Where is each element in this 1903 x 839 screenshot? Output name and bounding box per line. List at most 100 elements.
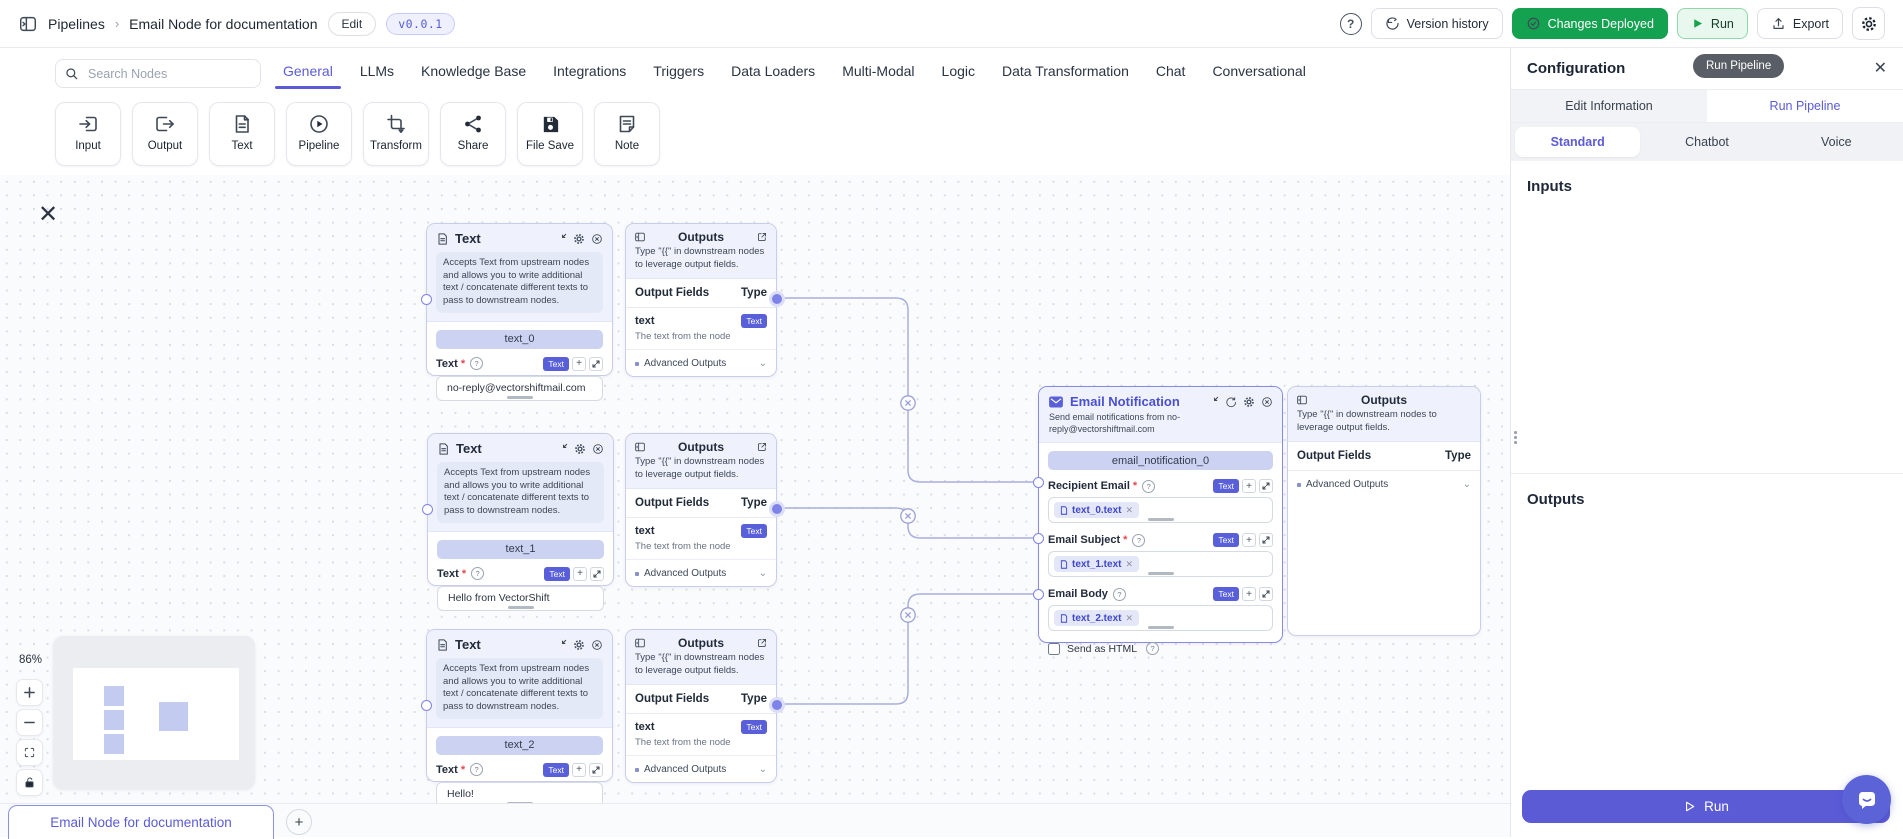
minimize-icon[interactable]: [556, 639, 567, 650]
text-value-input[interactable]: [437, 585, 604, 611]
remove-x-icon[interactable]: ✕: [1125, 504, 1134, 515]
close-circle-icon[interactable]: [591, 639, 603, 651]
plus-icon[interactable]: +: [1242, 533, 1256, 548]
type-badge[interactable]: Text: [1213, 587, 1239, 602]
recipient-email-input[interactable]: text_0.text ✕: [1048, 497, 1273, 524]
email-notification-node[interactable]: Email Notification Send email notificati…: [1033, 386, 1283, 656]
edit-title-button[interactable]: Edit: [327, 11, 377, 36]
card-file-save[interactable]: File Save: [517, 102, 583, 166]
card-pipeline[interactable]: Pipeline: [286, 102, 352, 166]
outputs-node-2[interactable]: Outputs Type "{{" in downstream nodes to…: [625, 629, 782, 783]
subtab-voice[interactable]: Voice: [1821, 135, 1852, 149]
advanced-outputs-toggle[interactable]: Advanced Outputs ⌄: [1288, 471, 1480, 498]
version-badge[interactable]: v0.0.1: [386, 12, 455, 35]
drag-handle-icon[interactable]: [1514, 431, 1517, 444]
expand-icon[interactable]: [589, 762, 603, 777]
text-node-2[interactable]: Text Accepts Text from upstream nodes an…: [421, 629, 613, 803]
tab-logic[interactable]: Logic: [941, 63, 976, 79]
tab-general[interactable]: General: [275, 63, 341, 89]
minimap[interactable]: [53, 636, 255, 789]
plus-icon[interactable]: +: [1242, 479, 1256, 494]
card-text[interactable]: Text: [209, 102, 275, 166]
output-handle[interactable]: [772, 294, 782, 304]
add-pipeline-tab-button[interactable]: +: [286, 809, 312, 835]
refresh-icon[interactable]: [1225, 396, 1237, 408]
body-input-handle[interactable]: [1033, 589, 1044, 600]
minimize-icon[interactable]: [556, 233, 567, 244]
question-icon[interactable]: ?: [471, 567, 485, 581]
resize-grip[interactable]: [506, 801, 533, 803]
plus-icon[interactable]: +: [573, 566, 587, 581]
resize-grip[interactable]: [1147, 572, 1174, 576]
canvas-close-icon[interactable]: ✕: [38, 201, 59, 228]
variable-chip[interactable]: text_0.text ✕: [1054, 502, 1140, 519]
run-pipeline-button[interactable]: Run: [1522, 790, 1890, 823]
close-icon[interactable]: ✕: [1873, 59, 1887, 77]
minimize-icon[interactable]: [1208, 396, 1219, 407]
export-button[interactable]: Export: [1756, 8, 1843, 39]
plus-icon[interactable]: +: [572, 356, 586, 371]
tab-multi-modal[interactable]: Multi-Modal: [842, 63, 915, 79]
card-share[interactable]: Share: [440, 102, 506, 166]
tab-data-transformation[interactable]: Data Transformation: [1002, 63, 1129, 79]
tab-integrations[interactable]: Integrations: [553, 63, 627, 79]
gear-icon[interactable]: [574, 443, 586, 455]
tab-knowledge-base[interactable]: Knowledge Base: [421, 63, 527, 79]
plus-icon[interactable]: +: [1242, 587, 1256, 602]
subtab-chatbot[interactable]: Chatbot: [1685, 135, 1729, 149]
plus-icon[interactable]: +: [572, 762, 586, 777]
tab-run-pipeline[interactable]: Run Pipeline: [1707, 90, 1903, 122]
recipient-input-handle[interactable]: [1033, 477, 1044, 488]
output-handle[interactable]: [772, 700, 782, 710]
help-icon[interactable]: ?: [1339, 12, 1362, 35]
resize-grip[interactable]: [1147, 518, 1174, 522]
question-icon[interactable]: ?: [1132, 533, 1146, 547]
question-icon[interactable]: ?: [1146, 642, 1160, 656]
outputs-node-3[interactable]: Outputs Type "{{" in downstream nodes to…: [1287, 386, 1481, 636]
type-badge[interactable]: Text: [1213, 533, 1239, 548]
question-icon[interactable]: ?: [470, 357, 484, 371]
text-node-1[interactable]: Text Accepts Text from upstream nodes an…: [422, 433, 614, 611]
type-badge[interactable]: Text: [543, 762, 569, 777]
tab-conversational[interactable]: Conversational: [1212, 63, 1306, 79]
outputs-node-0[interactable]: Outputs Type "{{" in downstream nodes to…: [625, 223, 782, 377]
zoom-in-icon[interactable]: [16, 679, 43, 706]
question-icon[interactable]: ?: [1112, 587, 1126, 601]
minimize-icon[interactable]: [557, 443, 568, 454]
resize-grip[interactable]: [1147, 626, 1174, 630]
subtab-standard[interactable]: Standard: [1515, 127, 1641, 157]
gear-icon[interactable]: [1243, 396, 1255, 408]
type-badge[interactable]: Text: [544, 566, 570, 581]
advanced-outputs-toggle[interactable]: Advanced Outputs ⌄: [626, 560, 776, 587]
resize-grip[interactable]: [507, 605, 534, 609]
close-circle-icon[interactable]: [1261, 396, 1273, 408]
tab-edit-information[interactable]: Edit Information: [1511, 90, 1707, 122]
text-node-0[interactable]: Text Accepts Text from upstream nodes an…: [421, 223, 613, 401]
input-handle[interactable]: [421, 294, 432, 305]
subject-input-handle[interactable]: [1033, 533, 1044, 544]
text-value-input[interactable]: [436, 375, 603, 401]
advanced-outputs-toggle[interactable]: Advanced Outputs ⌄: [626, 350, 776, 377]
close-circle-icon[interactable]: [592, 443, 604, 455]
remove-x-icon[interactable]: ✕: [1125, 612, 1134, 623]
chat-bubble-icon[interactable]: [1842, 775, 1891, 824]
tab-triggers[interactable]: Triggers: [653, 63, 705, 79]
advanced-outputs-toggle[interactable]: Advanced Outputs ⌄: [626, 756, 776, 783]
search-input[interactable]: [86, 65, 240, 82]
outputs-node-1[interactable]: Outputs Type "{{" in downstream nodes to…: [625, 433, 782, 587]
input-handle[interactable]: [422, 504, 433, 515]
card-output[interactable]: Output: [132, 102, 198, 166]
sidebar-toggle-icon[interactable]: [18, 14, 38, 34]
pipeline-tab[interactable]: Email Node for documentation: [8, 805, 274, 839]
expand-icon[interactable]: [1259, 533, 1273, 548]
close-circle-icon[interactable]: [591, 233, 603, 245]
resize-grip[interactable]: [506, 395, 533, 399]
version-history-button[interactable]: Version history: [1370, 8, 1503, 39]
card-transform[interactable]: Transform: [363, 102, 429, 166]
output-handle[interactable]: [772, 504, 782, 514]
variable-chip[interactable]: text_2.text ✕: [1054, 610, 1140, 627]
fit-view-icon[interactable]: [16, 739, 43, 766]
tab-data-loaders[interactable]: Data Loaders: [731, 63, 816, 79]
changes-deployed-button[interactable]: Changes Deployed: [1511, 8, 1668, 39]
external-link-icon[interactable]: [756, 637, 768, 649]
